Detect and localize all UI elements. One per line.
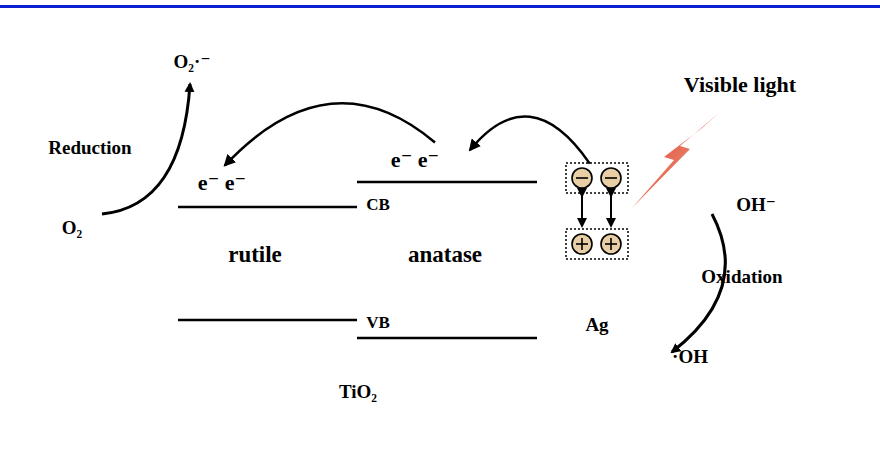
rutile-circle: e⁻ e⁻ rutile (145, 145, 385, 385)
process-label: Reduction (48, 138, 131, 159)
minus-charge (572, 168, 621, 188)
header-rule (0, 5, 880, 8)
anatase-cb-line (357, 181, 537, 184)
species-label: O₂ (62, 218, 82, 239)
band-label: CB (366, 196, 390, 215)
phase-label: anatase (408, 242, 482, 267)
anatase-vb-line (357, 337, 537, 340)
metal-label: Ag (585, 315, 608, 336)
plus-charge (572, 234, 621, 254)
charge-box (566, 229, 628, 259)
species-label: ·OH (672, 347, 708, 368)
rutile-vb-line (178, 319, 357, 322)
material-label: TiO₂ (339, 382, 377, 403)
electron-transfer-arrow (470, 117, 590, 164)
charge-box (566, 163, 628, 193)
anatase-circle: e⁻ e⁻ CB anataseVB (325, 125, 575, 375)
light-bolt (632, 112, 720, 208)
electron-label: e⁻ e⁻ (198, 171, 246, 195)
phase-label: rutile (228, 242, 282, 267)
species-label: O₂·⁻ (174, 52, 211, 73)
process-label: Oxidation (701, 267, 782, 288)
band-label: VB (366, 314, 390, 333)
ag-particle: Ag (557, 147, 635, 313)
species-label: OH⁻ (736, 195, 776, 216)
oscillation-arrows (582, 196, 611, 226)
electron-label: e⁻ e⁻ (391, 148, 439, 172)
ag-particle-outline (557, 147, 635, 313)
light-label: Visible light (684, 73, 796, 97)
rutile-cb-line (178, 206, 357, 209)
